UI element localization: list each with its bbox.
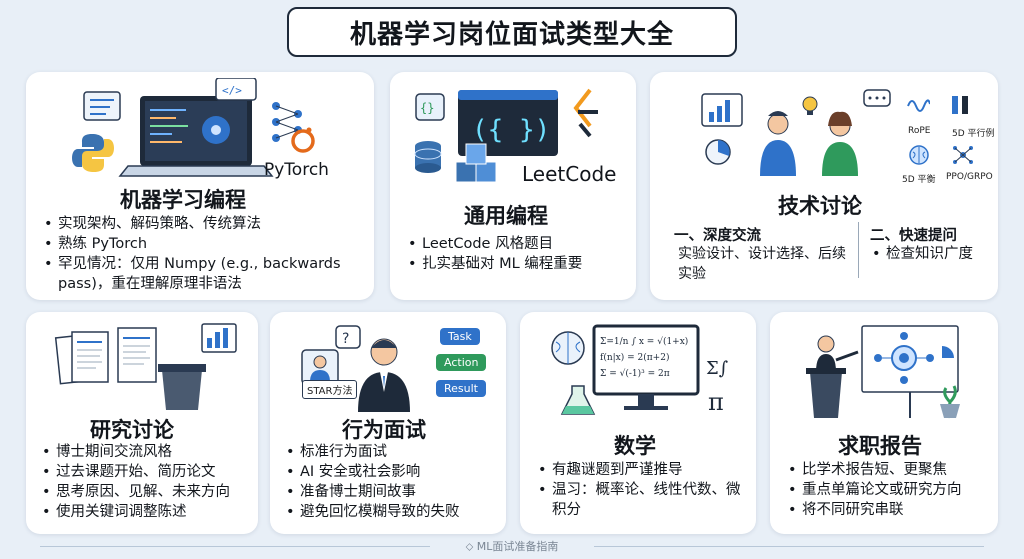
list-item: 使用关键词调整陈述 bbox=[42, 502, 254, 522]
svg-text:Σ=1/n ∫ x = √(1+x): Σ=1/n ∫ x = √(1+x) bbox=[600, 336, 688, 347]
leetcode-logo-text: LeetCode bbox=[522, 162, 617, 186]
python-logo-icon bbox=[72, 134, 114, 172]
action-tag: Action bbox=[436, 354, 487, 371]
list-item: 标准行为面试 bbox=[286, 442, 502, 462]
card-research: 研究讨论 博士期间交流风格 过去课题开始、简历论文 思考原因、见解、未来方向 使… bbox=[26, 312, 258, 534]
result-tag: Result bbox=[436, 380, 486, 397]
interview-scene-icon: ? bbox=[301, 325, 410, 412]
balance-label: 5D 平衡 bbox=[902, 175, 936, 185]
footer-line-left bbox=[40, 546, 430, 547]
speaker-podium-icon bbox=[806, 325, 960, 419]
list-item: 扎实基础对 ML 编程重要 bbox=[408, 254, 628, 274]
bullet-list: LeetCode 风格题目 扎实基础对 ML 编程重要 bbox=[408, 234, 628, 274]
card-title: 通用编程 bbox=[464, 204, 548, 228]
section-deep-text: 实验设计、设计选择、后续实验 bbox=[678, 246, 846, 282]
list-item: 思考原因、见解、未来方向 bbox=[42, 482, 254, 502]
bullet-list: 博士期间交流风格 过去课题开始、简历论文 思考原因、见解、未来方向 使用关键词调… bbox=[42, 442, 254, 522]
list-item: 实现架构、解码策略、传统算法 bbox=[44, 214, 362, 234]
card-ml-coding: </> PyTorch 机器学习编程 实现架构、解码策略、传统算法 熟练 PyT… bbox=[26, 72, 374, 300]
pytorch-logo-text: PyTorch bbox=[264, 160, 329, 180]
svg-text:({ }): ({ }) bbox=[472, 115, 550, 145]
svg-text:π: π bbox=[708, 388, 724, 416]
code-brackets-icon: {} ({ }) bbox=[414, 88, 598, 183]
card-general-coding: {} ({ }) LeetCode 通用编程 LeetCode 风格题目 扎实基… bbox=[390, 72, 636, 300]
list-item: LeetCode 风格题目 bbox=[408, 234, 628, 254]
page-footer: ⬦ ML面试准备指南 bbox=[0, 538, 1024, 554]
svg-text:?: ? bbox=[342, 331, 349, 347]
footer-line-right bbox=[594, 546, 984, 547]
pytorch-logo-icon bbox=[291, 127, 315, 153]
footer-text: ML面试准备指南 bbox=[476, 540, 559, 553]
list-item: 准备博士期间故事 bbox=[286, 482, 502, 502]
bullet-list: 实现架构、解码策略、传统算法 熟练 PyTorch 罕见情况：仅用 Numpy … bbox=[44, 214, 362, 294]
list-item: 比学术报告短、更聚焦 bbox=[788, 460, 994, 480]
svg-text:</>: </> bbox=[222, 84, 242, 97]
card-title: 求职报告 bbox=[838, 434, 922, 458]
card-job-talk: 求职报告 比学术报告短、更聚焦 重点单篇论文或研究方向 将不同研究串联 bbox=[770, 312, 998, 534]
people-discussion-icon bbox=[701, 89, 891, 176]
list-item: 有趣谜题到严谨推导 bbox=[538, 460, 748, 480]
card-tech-discussion: RoPE 5D 平行例 5D 平衡 PPO/GRPO 技术讨论 一、深度交流 实… bbox=[650, 72, 998, 300]
math-monitor-icon: Σ=1/n ∫ x = √(1+x) f(n|x) = 2(π+2) Σ = √… bbox=[551, 324, 729, 416]
bullet-list: 标准行为面试 AI 安全或社会影响 准备博士期间故事 避免回忆模糊导致的失败 bbox=[286, 442, 502, 522]
card-behavioral: ? STAR方法 Task Action Result 行为面试 标准行为面试 … bbox=[270, 312, 506, 534]
ppo-label: PPO/GRPO bbox=[946, 172, 993, 182]
list-item: AI 安全或社会影响 bbox=[286, 462, 502, 482]
section-divider bbox=[858, 222, 859, 278]
list-item: 熟练 PyTorch bbox=[44, 234, 362, 254]
list-item: 将不同研究串联 bbox=[788, 500, 994, 520]
brain-icon bbox=[909, 145, 929, 165]
parallel-icon bbox=[952, 96, 968, 114]
list-item: 博士期间交流风格 bbox=[42, 442, 254, 462]
task-tag: Task bbox=[440, 328, 480, 345]
card-title: 研究讨论 bbox=[90, 418, 174, 442]
section-quick-heading: 二、快速提问 bbox=[870, 228, 957, 244]
svg-text:f(n|x) = 2(π+2): f(n|x) = 2(π+2) bbox=[600, 352, 669, 363]
list-item: 罕见情况：仅用 Numpy (e.g., backwards pass)，重在理… bbox=[44, 254, 362, 294]
papers-icon bbox=[54, 323, 237, 410]
svg-text:Σ = √(-1)³ = 2π: Σ = √(-1)³ = 2π bbox=[600, 368, 670, 379]
bullet-list: 检查知识广度 bbox=[872, 244, 992, 264]
section-deep-heading: 一、深度交流 bbox=[674, 228, 761, 244]
list-item: 避免回忆模糊导致的失败 bbox=[286, 502, 502, 522]
card-title: 行为面试 bbox=[342, 418, 426, 442]
list-item: 重点单篇论文或研究方向 bbox=[788, 480, 994, 500]
star-label: STAR方法 bbox=[302, 380, 358, 399]
card-title: 机器学习编程 bbox=[120, 188, 246, 212]
bullet-list: 有趣谜题到严谨推导 温习：概率论、线性代数、微积分 bbox=[538, 460, 748, 520]
list-item: 温习：概率论、线性代数、微积分 bbox=[538, 480, 748, 520]
network-icon bbox=[953, 146, 973, 164]
parallel-label: 5D 平行例 bbox=[952, 129, 995, 139]
rope-label: RoPE bbox=[908, 126, 931, 136]
card-title: 数学 bbox=[614, 434, 656, 458]
card-math: Σ=1/n ∫ x = √(1+x) f(n|x) = 2(π+2) Σ = √… bbox=[520, 312, 756, 534]
svg-text:{}: {} bbox=[420, 101, 434, 115]
list-item: 检查知识广度 bbox=[872, 244, 992, 264]
laptop-code-icon: </> bbox=[83, 78, 302, 177]
bullet-list: 比学术报告短、更聚焦 重点单篇论文或研究方向 将不同研究串联 bbox=[788, 460, 994, 520]
rope-icon bbox=[907, 99, 930, 112]
svg-text:Σ∫: Σ∫ bbox=[706, 358, 729, 379]
card-title: 技术讨论 bbox=[778, 194, 862, 218]
page-title: 机器学习岗位面试类型大全 bbox=[287, 7, 737, 57]
tag-icon: ⬦ bbox=[465, 540, 477, 553]
list-item: 过去课题开始、简历论文 bbox=[42, 462, 254, 482]
